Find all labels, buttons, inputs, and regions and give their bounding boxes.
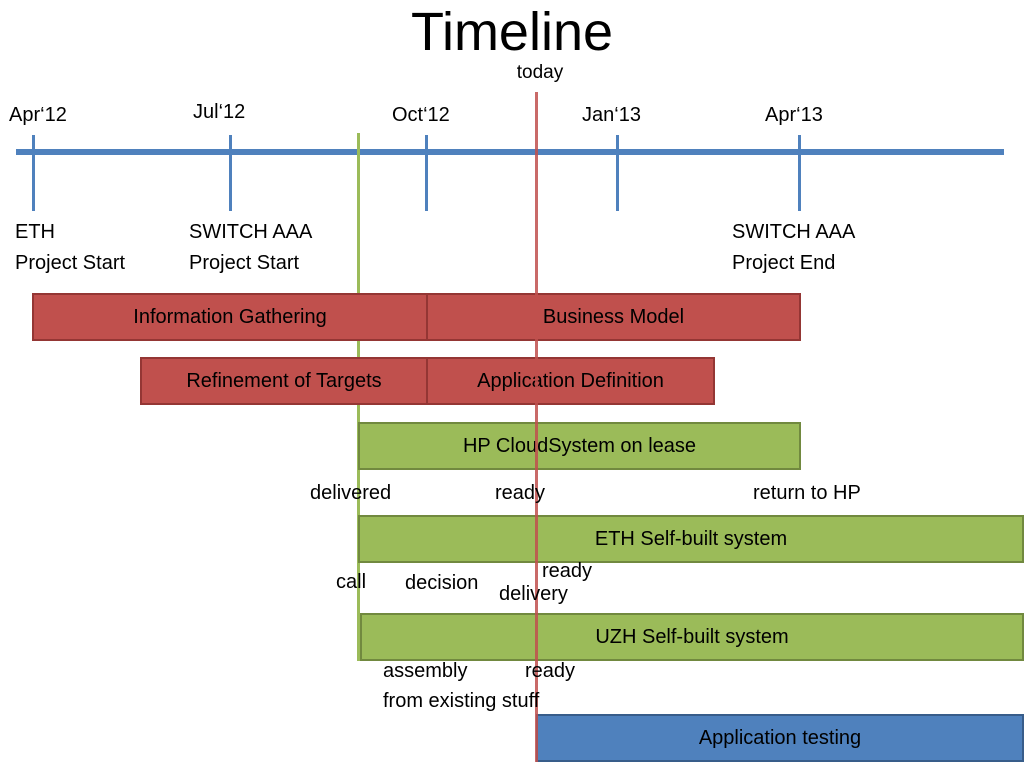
bar-application-testing: Application testing <box>536 714 1024 762</box>
bar-eth-self-built-system: ETH Self-built system <box>358 515 1024 563</box>
bar-information-gathering: Information Gathering <box>32 293 428 341</box>
note-eth-delivery: delivery <box>499 583 568 605</box>
note-uzh-ready: ready <box>525 660 576 682</box>
note-eth-ready: ready <box>542 560 593 582</box>
bar-hp-cloudsystem-on-lease: HP CloudSystem on lease <box>358 422 801 470</box>
bar-uzh-self-built-system: UZH Self-built system <box>360 613 1024 661</box>
note-hp-return: return to HP <box>753 482 861 504</box>
note-hp-delivered: delivered <box>310 482 392 504</box>
axis-tick-apr12 <box>32 135 35 211</box>
milestone-switch-project-start: SWITCH AAA Project Start <box>189 221 313 274</box>
timeline-axis <box>16 149 1004 155</box>
axis-label-jan13: Jan‘13 <box>582 104 641 126</box>
axis-tick-oct12 <box>425 135 428 211</box>
axis-tick-apr13 <box>798 135 801 211</box>
axis-tick-jul12 <box>229 135 232 211</box>
axis-label-jul12: Jul‘12 <box>193 101 246 123</box>
note-eth-call: call <box>336 571 367 593</box>
milestone-switch-project-end: SWITCH AAA Project End <box>732 221 856 274</box>
note-hp-ready: ready <box>495 482 546 504</box>
bar-business-model: Business Model <box>426 293 801 341</box>
slide-title: Timeline <box>410 2 614 62</box>
today-label: today <box>516 62 564 83</box>
bar-refinement-of-targets: Refinement of Targets <box>140 357 428 405</box>
note-eth-decision: decision <box>405 572 479 594</box>
axis-label-apr13: Apr‘13 <box>765 104 823 126</box>
axis-label-apr12: Apr‘12 <box>9 104 67 126</box>
milestone-eth-project-start: ETH Project Start <box>15 221 126 274</box>
today-marker-line <box>535 92 538 762</box>
bar-application-definition: Application Definition <box>426 357 715 405</box>
axis-label-oct12: Oct‘12 <box>392 104 450 126</box>
note-uzh-assembly: assembly from existing stuff <box>383 660 540 712</box>
axis-tick-jan13 <box>616 135 619 211</box>
